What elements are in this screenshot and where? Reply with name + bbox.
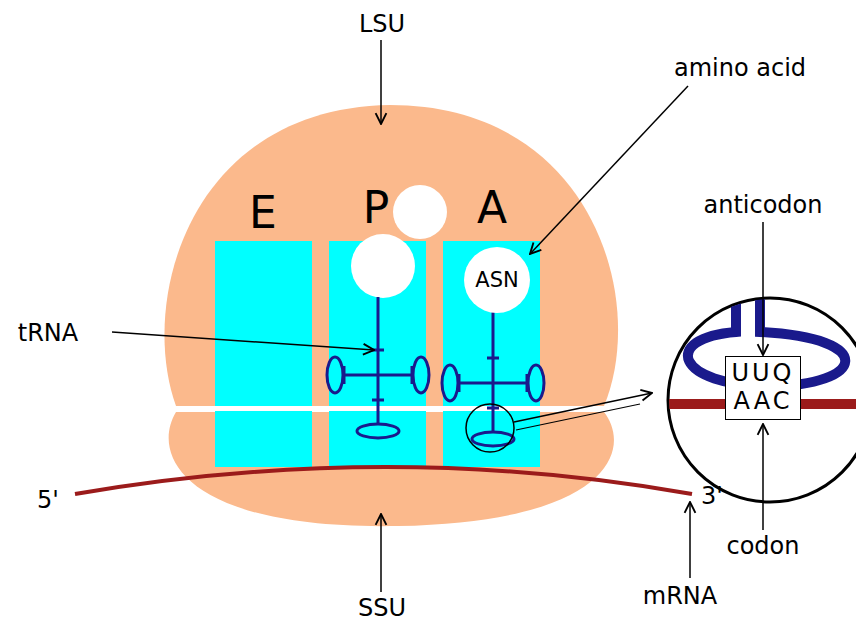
trna-a xyxy=(442,305,544,446)
base-letters: UUQ xyxy=(731,360,794,388)
callout-label: mRNA xyxy=(643,583,717,609)
callout-label: tRNA xyxy=(18,320,78,346)
end-label: 5' xyxy=(37,487,59,513)
zoom-pointer xyxy=(516,404,640,430)
site-letter: E xyxy=(249,189,277,237)
part-label: LSU xyxy=(359,11,405,37)
amino-acid-name: ASN xyxy=(475,268,518,292)
site-letter: P xyxy=(363,184,390,232)
anticodon-highlight xyxy=(466,404,514,452)
zoom-pointer xyxy=(514,393,652,422)
peptide-residue xyxy=(351,234,415,298)
leader-line xyxy=(112,332,374,350)
callout-label: anticodon xyxy=(703,192,822,218)
site-letter: A xyxy=(477,184,507,232)
mrna-strand xyxy=(75,467,692,494)
end-label: 3' xyxy=(701,483,723,509)
amino-acid-circle: ASN xyxy=(464,247,530,313)
subunit-gap xyxy=(174,406,606,411)
callout-label: amino acid xyxy=(674,55,806,81)
leader-line xyxy=(762,424,764,530)
leader-line xyxy=(380,40,382,124)
peptide-residue xyxy=(393,185,447,239)
base-pair-box: UUQAAC xyxy=(725,356,801,420)
callout-label: codon xyxy=(726,533,799,559)
part-label: SSU xyxy=(358,595,406,621)
leader-line xyxy=(380,514,382,592)
leader-line xyxy=(530,86,688,254)
trna-p xyxy=(327,297,429,438)
leader-line xyxy=(762,222,764,355)
base-letters: AAC xyxy=(734,388,793,416)
leader-line xyxy=(689,502,691,578)
e-site xyxy=(215,241,312,467)
